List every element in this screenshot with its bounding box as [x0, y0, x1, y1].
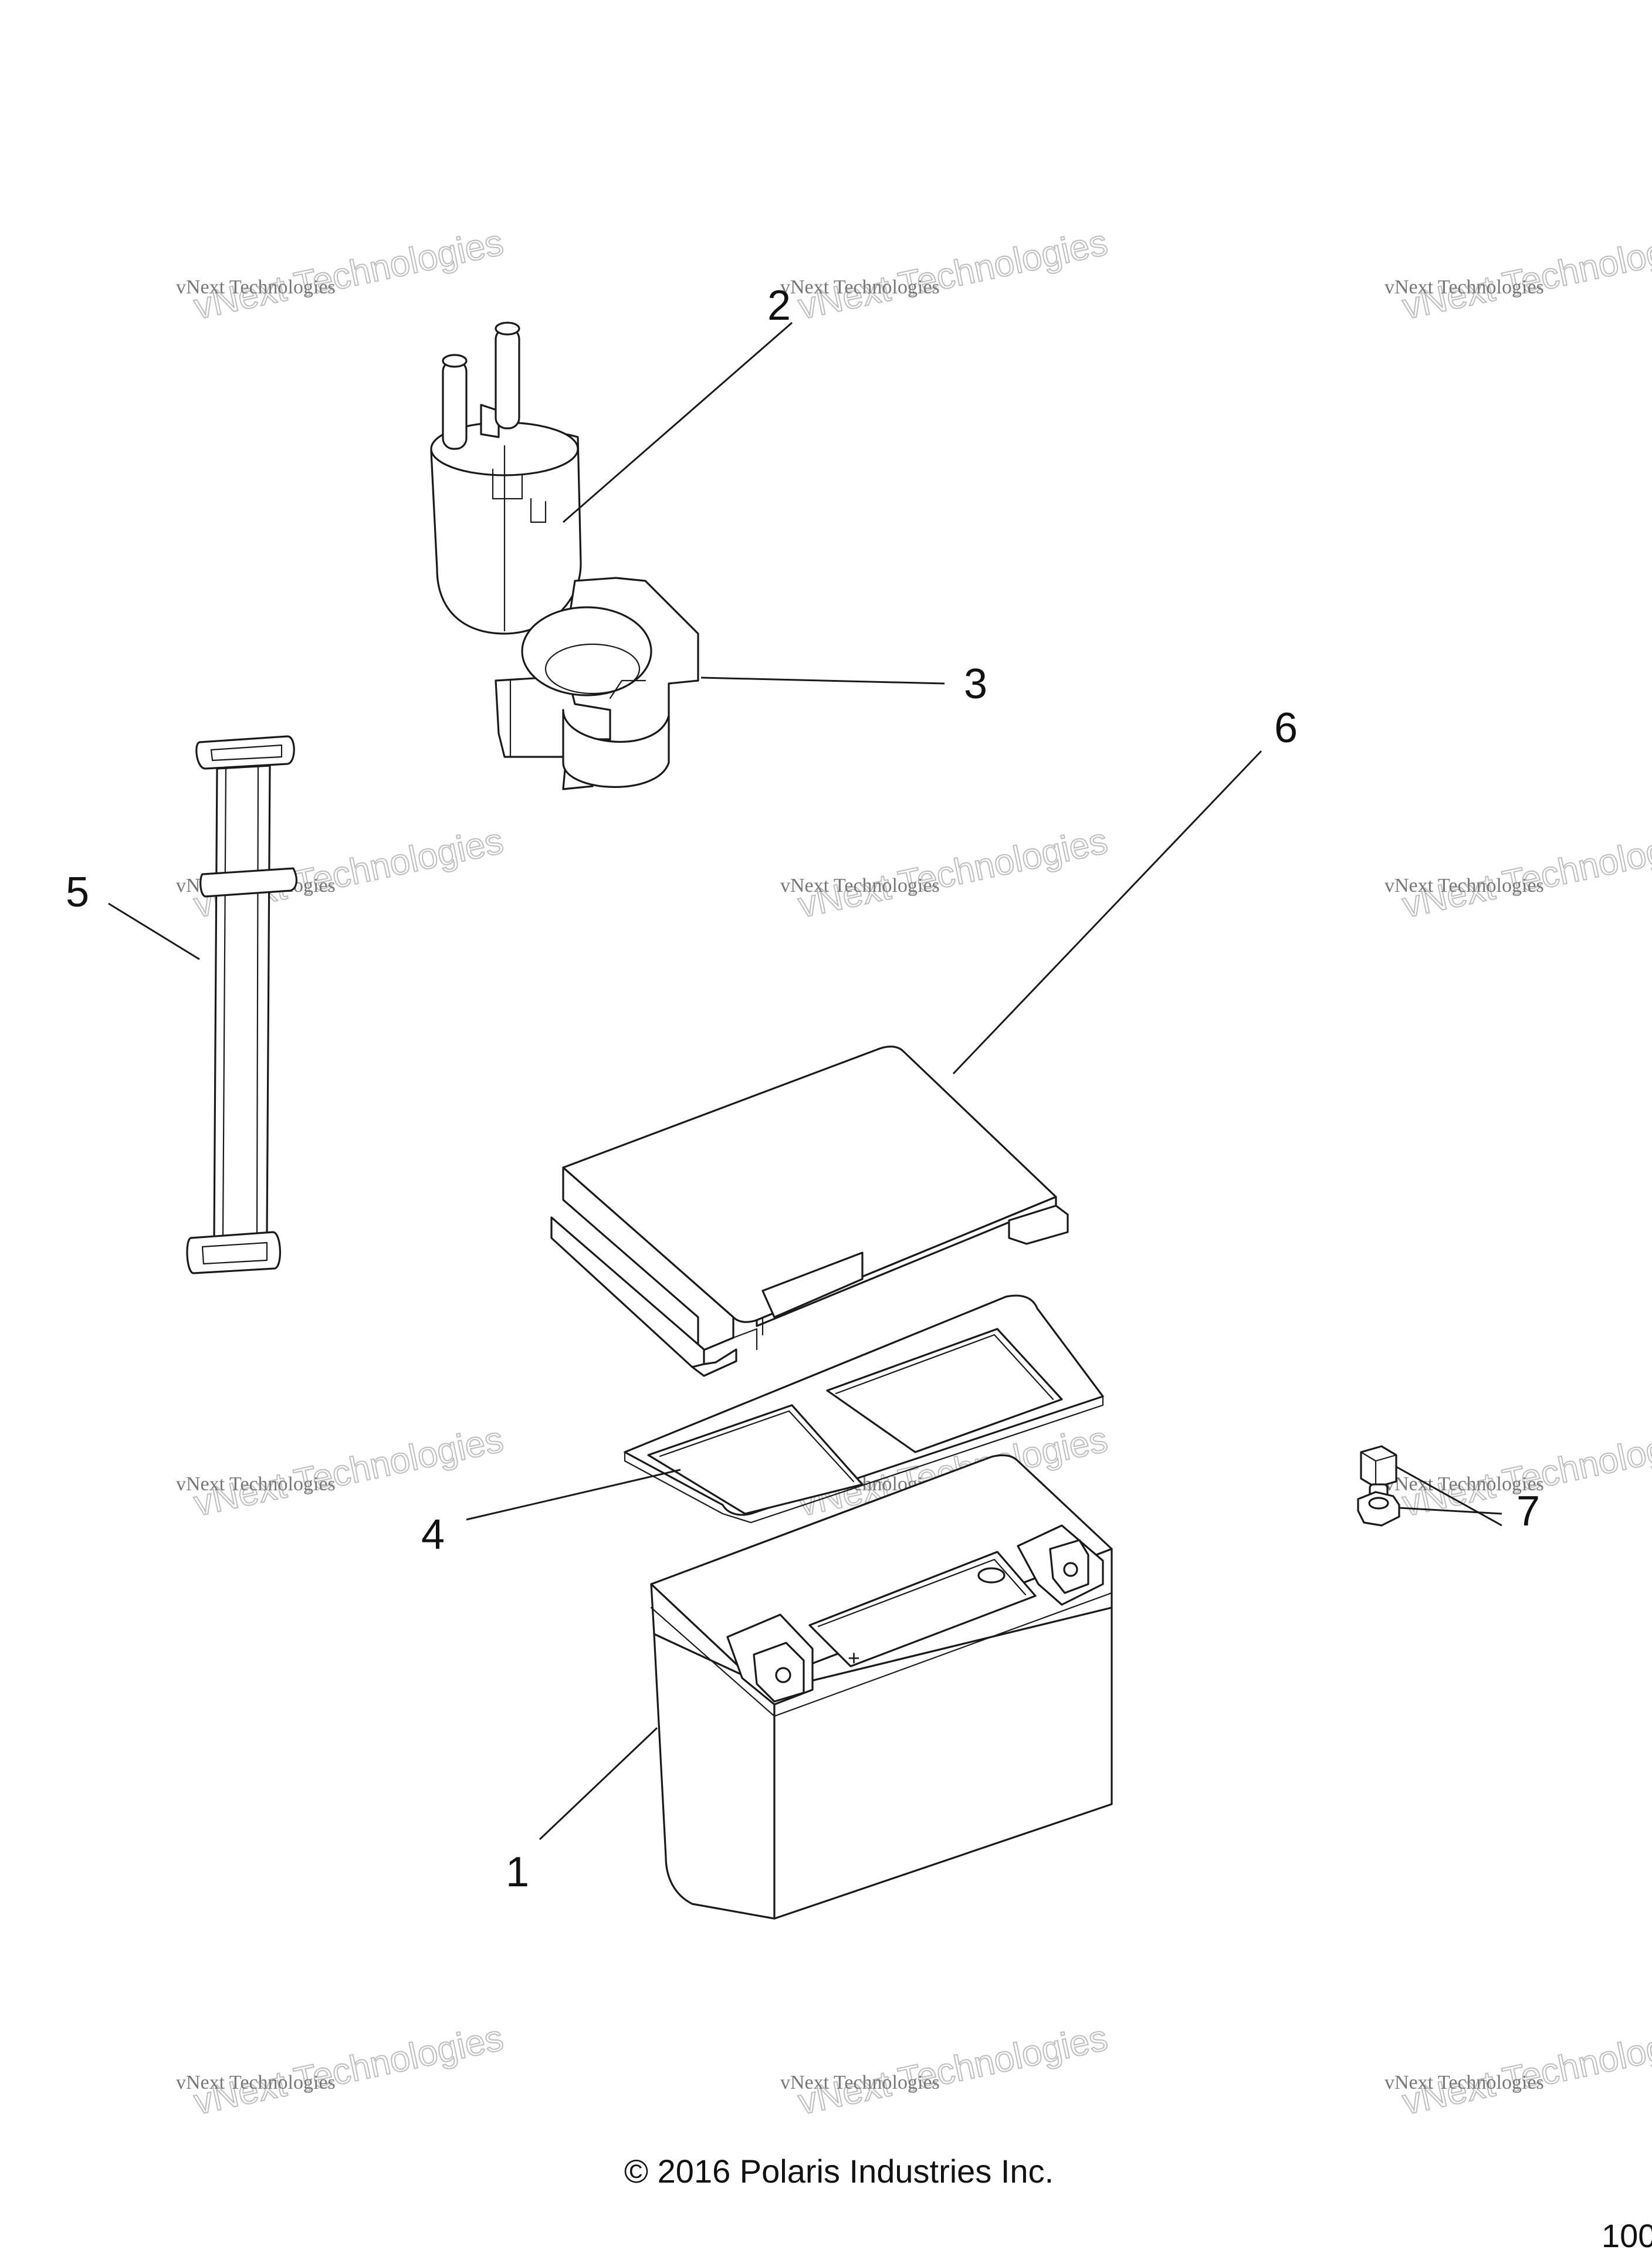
watermark: vNext Technologies vNext Technologies [1384, 2017, 1652, 2123]
svg-text:+: + [848, 1646, 860, 1670]
svg-text:vNext Technologies: vNext Technologies [1399, 222, 1652, 327]
callouts: 1 2 3 4 5 6 7 [66, 282, 1540, 1896]
watermark: vNext Technologies vNext Technologies [780, 2017, 1112, 2123]
svg-text:vNext Technologies: vNext Technologies [1384, 875, 1544, 897]
svg-text:vNext Technologies: vNext Technologies [780, 875, 940, 897]
watermark: vNext Technologies vNext Technologies [780, 820, 1112, 926]
page-number: 100 [1602, 2217, 1652, 2253]
svg-text:vNext Technologies: vNext Technologies [191, 2018, 507, 2123]
part-7-hardware[interactable] [1357, 1445, 1400, 1527]
svg-text:vNext Technologies: vNext Technologies [176, 2072, 336, 2093]
watermark: vNext Technologies vNext Technologies [780, 222, 1112, 328]
callout-3: 3 [964, 661, 987, 708]
part-1-battery[interactable]: + [650, 1454, 1113, 1920]
svg-text:vNext Technologies: vNext Technologies [176, 276, 336, 298]
part-5-strap[interactable] [186, 735, 298, 1274]
svg-text:vNext Technologies: vNext Technologies [795, 2018, 1111, 2123]
svg-text:vNext Technologies: vNext Technologies [780, 2072, 940, 2093]
callout-2: 2 [767, 282, 791, 329]
svg-text:vNext Technologies: vNext Technologies [176, 1473, 336, 1495]
part-6-cover[interactable] [550, 1046, 1069, 1377]
svg-text:vNext Technologies: vNext Technologies [1399, 821, 1652, 926]
watermark: vNext Technologies vNext Technologies [176, 222, 507, 328]
copyright-text: © 2016 Polaris Industries Inc. [624, 2153, 1054, 2190]
callout-6: 6 [1274, 705, 1298, 752]
svg-text:vNext Technologies: vNext Technologies [1384, 276, 1544, 298]
svg-text:vNext Technologies: vNext Technologies [1399, 2018, 1652, 2123]
callout-4: 4 [421, 1511, 445, 1558]
svg-text:vNext Technologies: vNext Technologies [1384, 2072, 1544, 2093]
svg-text:vNext Technologies: vNext Technologies [191, 1419, 507, 1524]
part-3-holder[interactable] [495, 577, 699, 790]
callout-1: 1 [506, 1849, 529, 1896]
svg-text:vNext Technologies: vNext Technologies [191, 222, 507, 327]
callout-5: 5 [66, 869, 89, 916]
part-4-pad[interactable] [624, 1294, 1104, 1524]
svg-text:vNext Technologies: vNext Technologies [1384, 1473, 1544, 1495]
watermark: vNext Technologies vNext Technologies [176, 1419, 507, 1525]
watermark: vNext Technologies vNext Technologies [176, 2017, 507, 2123]
callout-7: 7 [1516, 1488, 1540, 1535]
watermark: vNext Technologies vNext Technologies [1384, 820, 1652, 926]
svg-text:vNext Technologies: vNext Technologies [780, 276, 940, 298]
leader-lines [108, 322, 1502, 1841]
watermark: vNext Technologies vNext Technologies [1384, 222, 1652, 328]
svg-text:vNext Technologies: vNext Technologies [795, 222, 1111, 327]
svg-text:vNext Technologies: vNext Technologies [795, 821, 1111, 926]
part-2-relay[interactable] [430, 322, 582, 635]
